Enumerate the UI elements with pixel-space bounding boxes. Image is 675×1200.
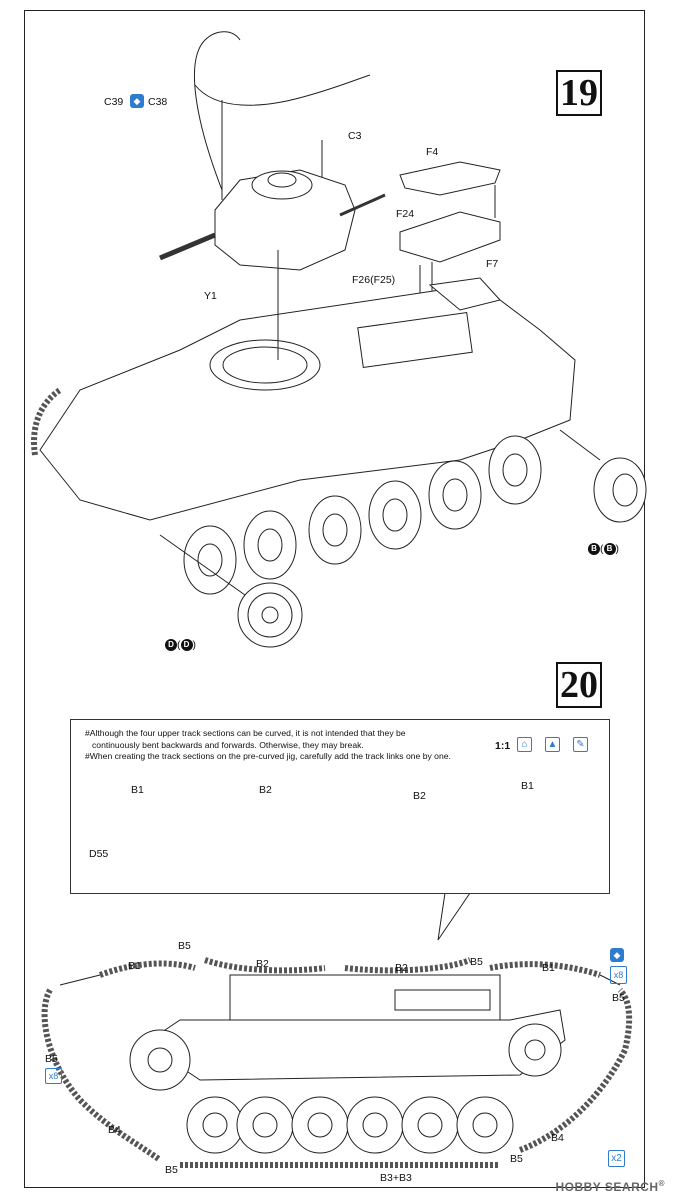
label-b1-right: B1 xyxy=(542,962,555,974)
label-b5-top-left: B5 xyxy=(178,940,191,952)
quantity-badge-x8-right: x8 xyxy=(610,966,627,984)
b-circle-icon-2: B xyxy=(603,543,616,556)
cable-c38 xyxy=(193,31,241,191)
glue-icon-right: ◆ xyxy=(610,948,624,962)
label-b2-left: B2 xyxy=(256,958,269,970)
label-b5-top-right: B5 xyxy=(470,956,483,968)
note-text: #Although the four upper track sections … xyxy=(85,728,485,763)
label-b4-right: B4 xyxy=(551,1132,564,1144)
label-b5-right: B5 xyxy=(612,992,625,1004)
label-c38: C38 xyxy=(148,96,168,108)
note-label-b1-right: B1 xyxy=(521,780,534,792)
part-f24 xyxy=(399,211,501,263)
note-line-2: continuously bent backwards and forwards… xyxy=(92,739,364,750)
label-b5-bottom-left: B5 xyxy=(165,1164,178,1176)
note-label-b2-left: B2 xyxy=(259,784,272,796)
note-line-3: #When creating the track sections on the… xyxy=(85,751,451,761)
label-b1-left: B1 xyxy=(128,960,141,972)
note-label-d55: D55 xyxy=(89,848,109,860)
label-y1: Y1 xyxy=(204,290,217,302)
note-line-1: #Although the four upper track sections … xyxy=(85,728,406,738)
label-d-pair: D(D) xyxy=(165,639,196,652)
watermark-brand: HOBBY SEARCH xyxy=(555,1180,659,1194)
label-b-pair: B(B) xyxy=(588,543,619,556)
quantity-badge-x2: x2 xyxy=(608,1150,625,1167)
part-f4 xyxy=(399,161,501,196)
quantity-badge-x8-left: x8 xyxy=(45,1068,62,1084)
label-b5-left: B5 xyxy=(45,1053,58,1065)
label-f4: F4 xyxy=(426,146,439,158)
label-f24: F24 xyxy=(396,208,415,220)
step-number-20: 20 xyxy=(556,662,602,708)
label-b2-right: B2 xyxy=(395,962,408,974)
note-label-b2-right: B2 xyxy=(413,790,426,802)
label-c3: C3 xyxy=(348,130,362,142)
d-circle-icon: D xyxy=(165,639,177,652)
b-circle-icon: B xyxy=(588,543,600,556)
note-panel: #Although the four upper track sections … xyxy=(70,719,610,894)
watermark: HOBBY SEARCH® xyxy=(555,1179,665,1194)
label-f7: F7 xyxy=(486,258,499,270)
label-b3-b3: B3+B3 xyxy=(380,1172,412,1184)
label-c39: C39 xyxy=(104,96,124,108)
label-f26: F26(F25) xyxy=(352,274,396,286)
cement-icon: ⌂ xyxy=(517,737,532,752)
step-number-19: 19 xyxy=(556,70,602,116)
label-b5-bottom-right: B5 xyxy=(510,1153,523,1165)
note-label-b1-left: B1 xyxy=(131,784,144,796)
shape-icon: ▲ xyxy=(545,737,560,752)
glue-icon: ◆ xyxy=(130,94,144,108)
watermark-reg: ® xyxy=(658,1179,665,1188)
label-b4-left: B4 xyxy=(108,1124,121,1136)
d-circle-icon-2: D xyxy=(180,639,193,652)
brush-icon: ✎ xyxy=(573,737,588,752)
scale-label: 1:1 xyxy=(495,740,511,752)
